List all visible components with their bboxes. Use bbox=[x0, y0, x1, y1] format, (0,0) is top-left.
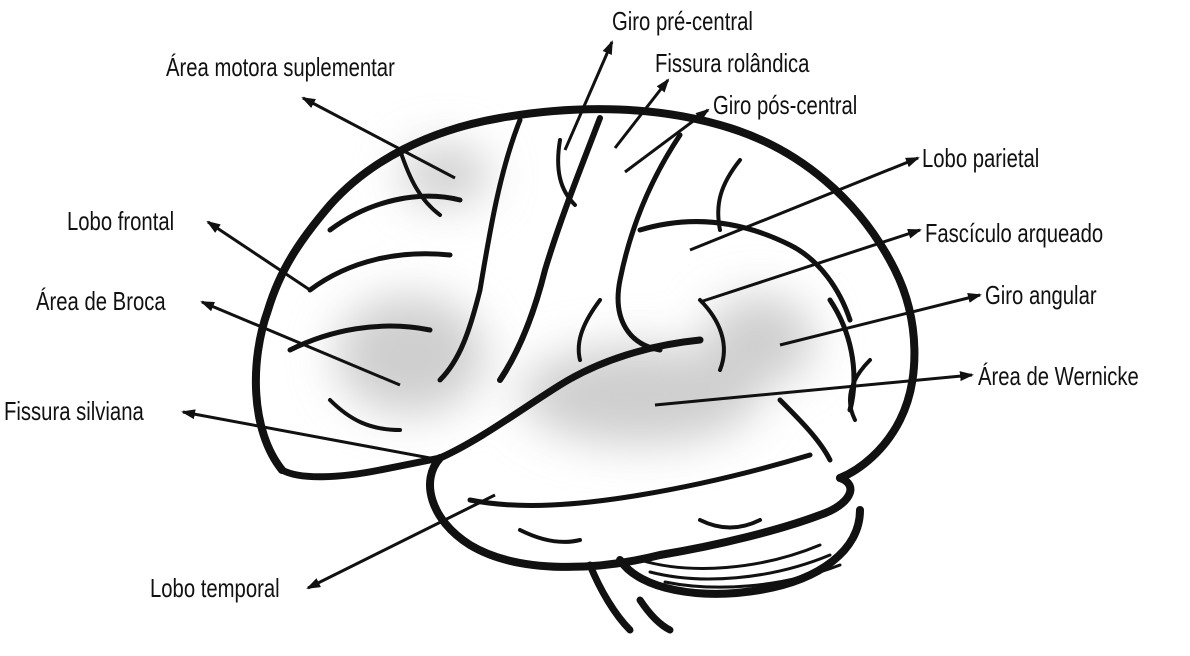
arrow-area-motora bbox=[301, 96, 456, 180]
arrow-lobo-frontal bbox=[206, 220, 311, 292]
label-giro-pos-central: Giro pós-central bbox=[713, 90, 858, 120]
arrow-fissura-silviana bbox=[181, 409, 431, 460]
broca-highlight bbox=[335, 295, 485, 415]
label-giro-pre-central: Giro pré-central bbox=[612, 6, 753, 36]
arrow-giro-pos-central bbox=[624, 108, 710, 174]
angular-highlight bbox=[705, 295, 815, 385]
arrow-fissura-rolandica bbox=[613, 78, 670, 149]
label-area-de-broca: Área de Broca bbox=[36, 286, 166, 316]
arrow-giro-angular bbox=[779, 293, 982, 347]
arrow-lobo-parietal bbox=[689, 156, 920, 252]
arrow-giro-pre-central bbox=[563, 40, 614, 151]
arrow-lobo-temporal bbox=[306, 493, 496, 590]
label-fissura-rolandica: Fissura rolândica bbox=[655, 48, 810, 78]
label-area-de-wernicke: Área de Wernicke bbox=[978, 361, 1139, 391]
label-fasciculo-arqueado: Fascículo arqueado bbox=[925, 218, 1104, 248]
label-lobo-frontal: Lobo frontal bbox=[67, 206, 175, 236]
arrow-area-wernicke bbox=[654, 371, 974, 407]
label-lobo-temporal: Lobo temporal bbox=[150, 573, 280, 603]
label-fissura-silviana: Fissura silviana bbox=[4, 396, 144, 426]
arrow-fasciculo-arqueado bbox=[699, 228, 922, 304]
leader-arrows bbox=[181, 40, 982, 590]
label-area-motora-suplementar: Área motora suplementar bbox=[166, 52, 395, 82]
label-lobo-parietal: Lobo parietal bbox=[922, 143, 1040, 173]
label-giro-angular: Giro angular bbox=[985, 280, 1097, 310]
arrow-area-broca bbox=[200, 300, 401, 387]
